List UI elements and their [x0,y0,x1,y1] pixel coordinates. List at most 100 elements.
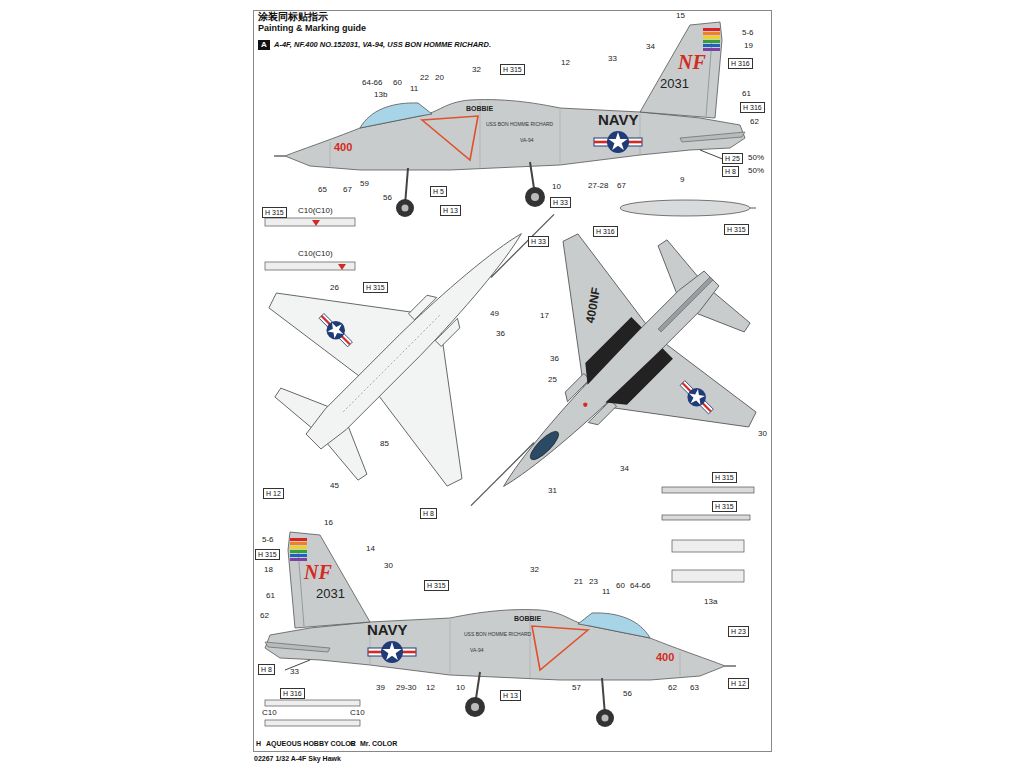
legend-text: AQUEOUS HOBBY COLOR [266,740,356,747]
callout-number: 11 [410,85,418,93]
callout-number: 25 [548,376,557,384]
aircraft-marking: 2031 [316,587,345,600]
color-chip: H 315 [712,472,737,483]
side-view [265,532,736,727]
color-chip: H 13 [500,690,521,701]
callout-number: 31 [548,487,557,495]
aircraft-marking: 2031 [660,77,689,90]
color-chip: H 33 [550,197,571,208]
color-chip: H 8 [722,166,739,177]
aircraft-marking: NAVY [598,112,639,127]
color-chip: H 316 [740,102,765,113]
callout-number: 12 [426,684,435,692]
callout-number: 67 [343,186,352,194]
aircraft-marking: 400NF [584,287,602,325]
color-chip: H 12 [263,488,284,499]
color-chip: H 315 [255,549,280,560]
legend-key: H [256,740,261,747]
color-chip: H 315 [424,580,449,591]
callout-number: 56 [623,690,632,698]
red-dot [582,402,588,408]
callout-number: 36 [550,355,559,363]
callout-number: 16 [324,519,333,527]
callout-number: 59 [360,180,369,188]
part-detail [265,218,355,226]
callout-number: 13a [704,598,717,606]
color-chip: H 315 [724,224,749,235]
color-chip: H 12 [728,678,749,689]
pylon [662,515,750,520]
color-chip: H 315 [262,207,287,218]
rack [672,570,744,582]
part-detail [265,262,355,270]
callout-number: 34 [620,465,629,473]
aircraft-marking: VA-94 [470,648,484,653]
aircraft-marking: NF [678,52,706,72]
drop-tank [620,200,750,216]
callout-number: 65 [318,186,327,194]
callout-number: 30 [758,430,767,438]
callout-number: 9 [680,176,684,184]
color-chip: H 315 [363,282,388,293]
callout-number: 56 [383,194,392,202]
callout-number: 20 [435,74,444,82]
callout-number: 26 [330,284,339,292]
callout-number: 61 [742,90,751,98]
callout-number: 13b [374,91,387,99]
star-insignia [676,376,718,418]
pylon [662,487,754,493]
part-detail [265,700,360,706]
callout-number: 21 [574,578,583,586]
color-chip: H 13 [440,205,461,216]
aircraft-marking: BOBBIE [466,105,493,112]
callout-number: 62 [260,612,269,620]
star-insignia [315,309,357,351]
color-chip: H 33 [528,236,549,247]
callout-number: 57 [572,684,581,692]
callout-number: 15 [676,12,685,20]
red-marker [312,220,320,226]
aircraft-marking: USS BON HOMME RICHARD [464,632,531,637]
color-chip: H 8 [420,508,437,519]
callout-number: 32 [530,566,539,574]
color-chip: H 316 [728,58,753,69]
callout-number: 64-66 [630,582,650,590]
callout-number: 33 [290,668,299,676]
color-chip: H 315 [712,501,737,512]
aircraft-marking: USS BON HOMME RICHARD [486,122,553,127]
callout-number: 12 [561,59,570,67]
scheme-letter-box: A [258,40,270,50]
callout-number: 32 [472,66,481,74]
callout-number: 45 [330,482,339,490]
callout-number: 18 [264,566,273,574]
color-chip: H 23 [728,626,749,637]
color-chip: H 315 [500,64,525,75]
scheme-letter: A [261,41,267,49]
tank-tip [750,208,756,209]
callout-number: 64-66 [362,79,382,87]
callout-number: 50% [748,167,764,175]
callout-number: 10 [456,684,465,692]
color-chip: H 316 [280,688,305,699]
red-marker [338,264,346,270]
callout-number: 67 [617,182,626,190]
color-chip: H 5 [430,186,447,197]
callout-number: C10 [262,709,277,717]
callout-number: 22 [420,74,429,82]
color-chip: H 316 [593,226,618,237]
callout-number: 10 [552,183,561,191]
aircraft-marking: VA-94 [520,138,534,143]
callout-number: 29-30 [396,684,416,692]
top-view [385,186,804,605]
callout-number: 33 [608,55,617,63]
callout-number: 34 [646,43,655,51]
callout-number: 5-6 [742,29,754,37]
aircraft-marking: NAVY [367,622,408,637]
callout-number: 19 [744,42,753,50]
color-chip: H 8 [258,664,275,675]
walkway [576,317,673,414]
planform [385,186,804,605]
callout-number: 50% [748,154,764,162]
